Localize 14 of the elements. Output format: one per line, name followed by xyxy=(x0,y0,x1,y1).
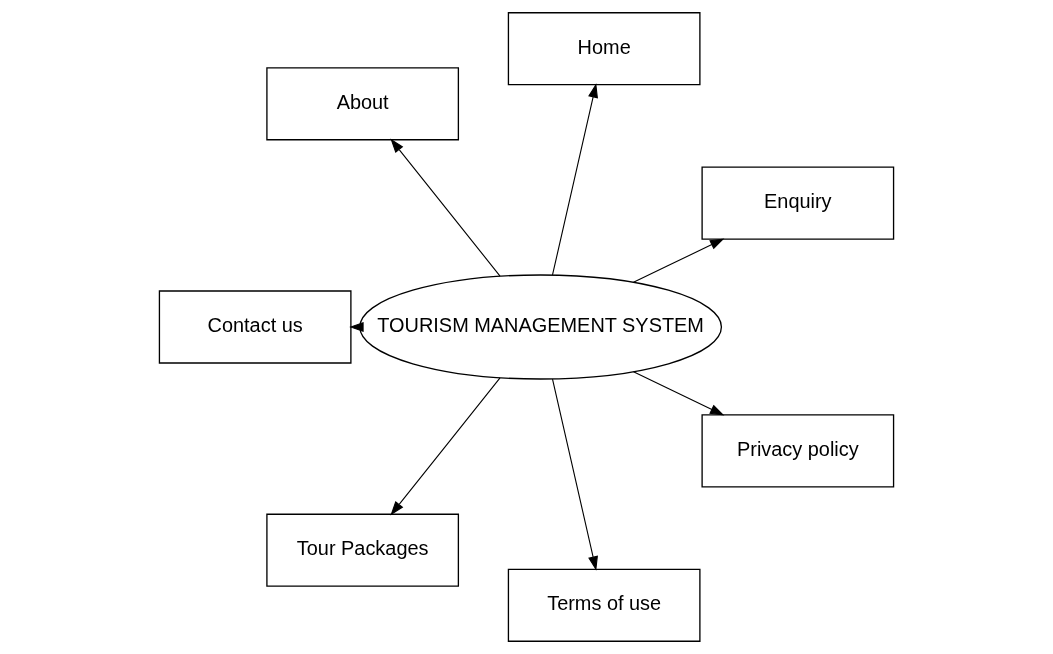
node-box: Enquiry xyxy=(701,166,895,240)
arrow xyxy=(551,83,598,276)
arrow xyxy=(390,138,501,277)
node-box: Tour Packages xyxy=(266,513,460,587)
arrow xyxy=(551,378,598,571)
arrow xyxy=(349,321,364,333)
arrow xyxy=(632,371,725,416)
node-box: About xyxy=(266,67,460,141)
node-box: Terms of use xyxy=(507,568,701,642)
node-box: Home xyxy=(507,12,701,86)
node-box: Privacy policy xyxy=(701,414,895,488)
arrow xyxy=(390,377,501,516)
arrow xyxy=(632,238,725,283)
node-box: Contact us xyxy=(158,290,352,364)
